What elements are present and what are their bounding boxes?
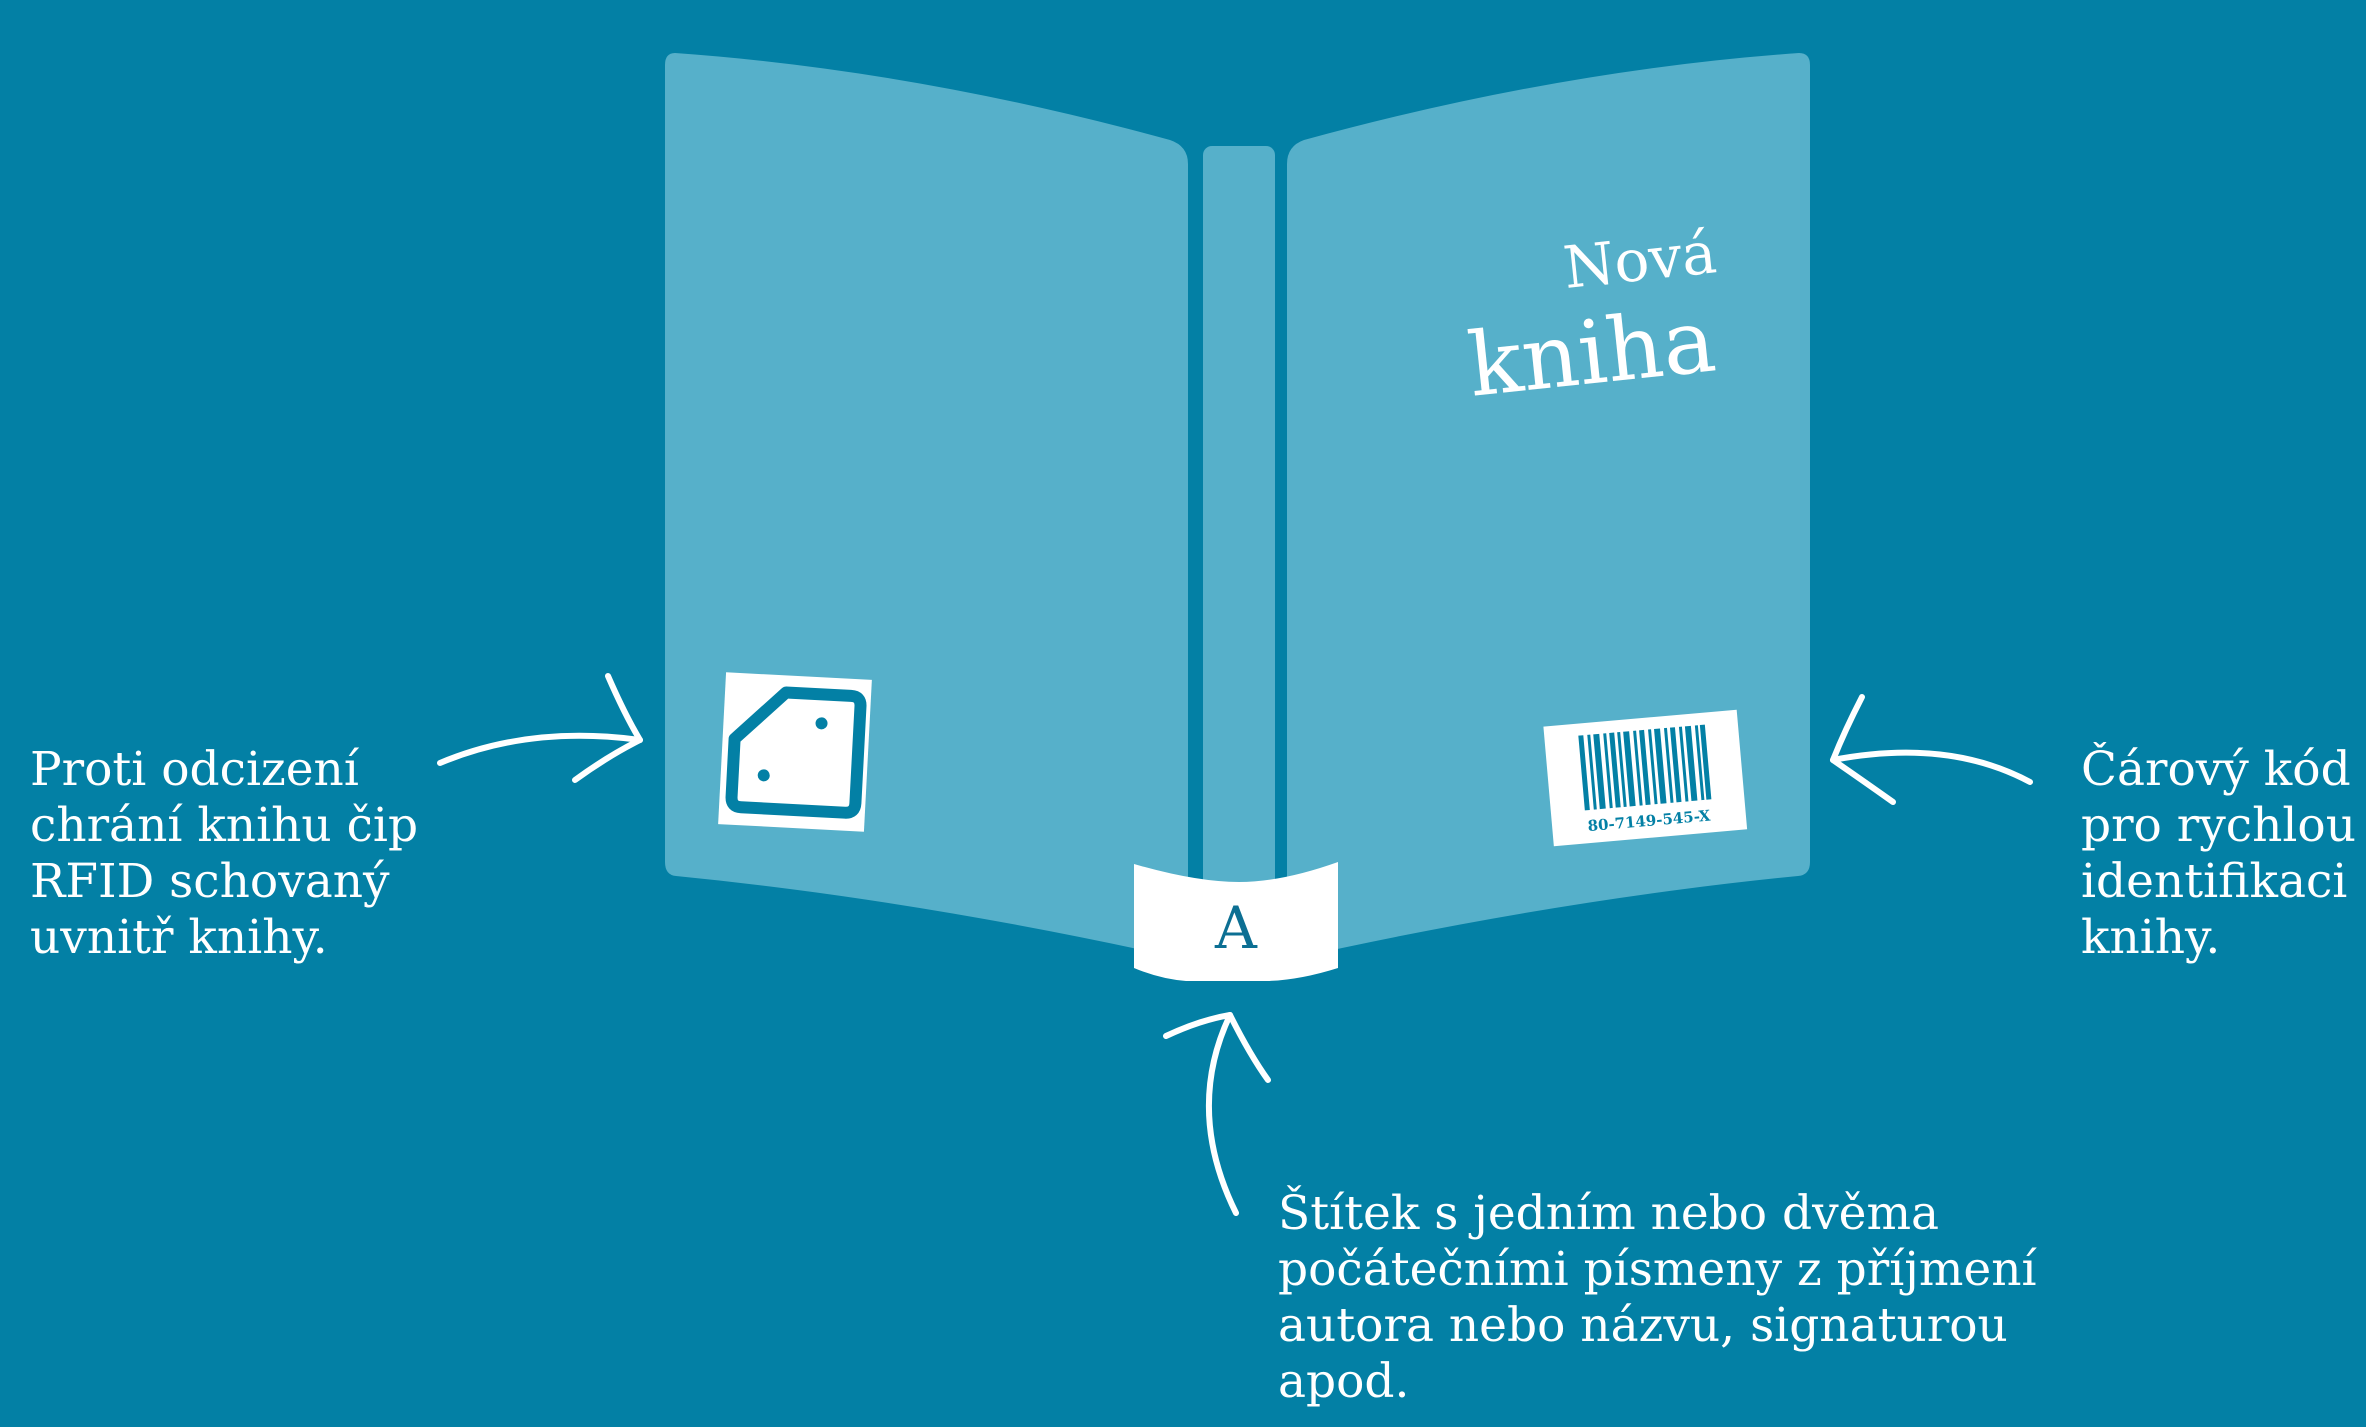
arrow-head <box>1163 1012 1271 1083</box>
arrow-to-rfid <box>437 673 643 783</box>
caption-spine-label: Štítek s jedním nebo dvěma počátečními p… <box>1278 1186 2037 1409</box>
cover-title-line2: kniha <box>1463 288 1720 416</box>
barcode-bars <box>1578 724 1712 811</box>
arrow-head <box>572 673 643 783</box>
arrow-shaft <box>1830 749 2033 785</box>
arrow-to-barcode <box>1830 694 2033 805</box>
barcode-icon: 80-7149-545-X <box>1543 709 1748 847</box>
arrow-shaft <box>437 732 643 766</box>
rfid-chip-icon <box>718 672 872 832</box>
cover-title-line1: Nová <box>1560 218 1719 302</box>
arrow-shaft <box>1205 1012 1239 1216</box>
arrow-head <box>1830 694 1896 805</box>
arrow-to-spine-label <box>1163 1012 1271 1216</box>
rfid-chip-outline <box>725 686 867 819</box>
spine-label-letter: A <box>1214 894 1258 962</box>
rfid-chip-dot <box>815 717 828 730</box>
caption-rfid: Proti odcizení chrání knihu čip RFID sch… <box>30 742 419 965</box>
rfid-chip-dot <box>757 769 770 782</box>
book-spine <box>1203 146 1275 946</box>
caption-barcode: Čárový kód pro rychlou identifikaci knih… <box>2081 742 2357 965</box>
spine-label <box>1134 862 1338 981</box>
